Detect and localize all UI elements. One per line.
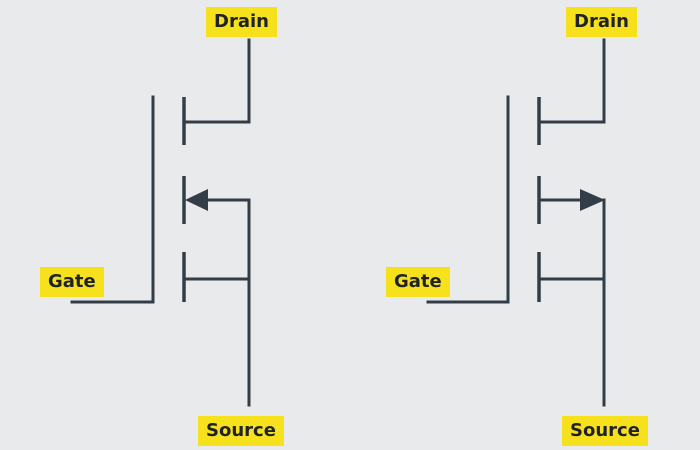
drain-wire-right [537, 38, 606, 124]
arrow-in-icon [185, 189, 208, 211]
drain-label-right: Drain [566, 7, 637, 37]
drain-label-left: Drain [206, 7, 277, 37]
gate-label-left: Gate [40, 267, 104, 297]
source-label-right: Source [562, 416, 648, 446]
drain-wire-left [182, 38, 251, 124]
source-label-left: Source [198, 416, 284, 446]
mosfet-symbol-left [70, 38, 251, 407]
body-wire-left [203, 198, 251, 407]
gate-label-right: Gate [386, 267, 450, 297]
mosfet-symbol-right [426, 38, 606, 407]
arrow-out-icon [580, 189, 605, 211]
